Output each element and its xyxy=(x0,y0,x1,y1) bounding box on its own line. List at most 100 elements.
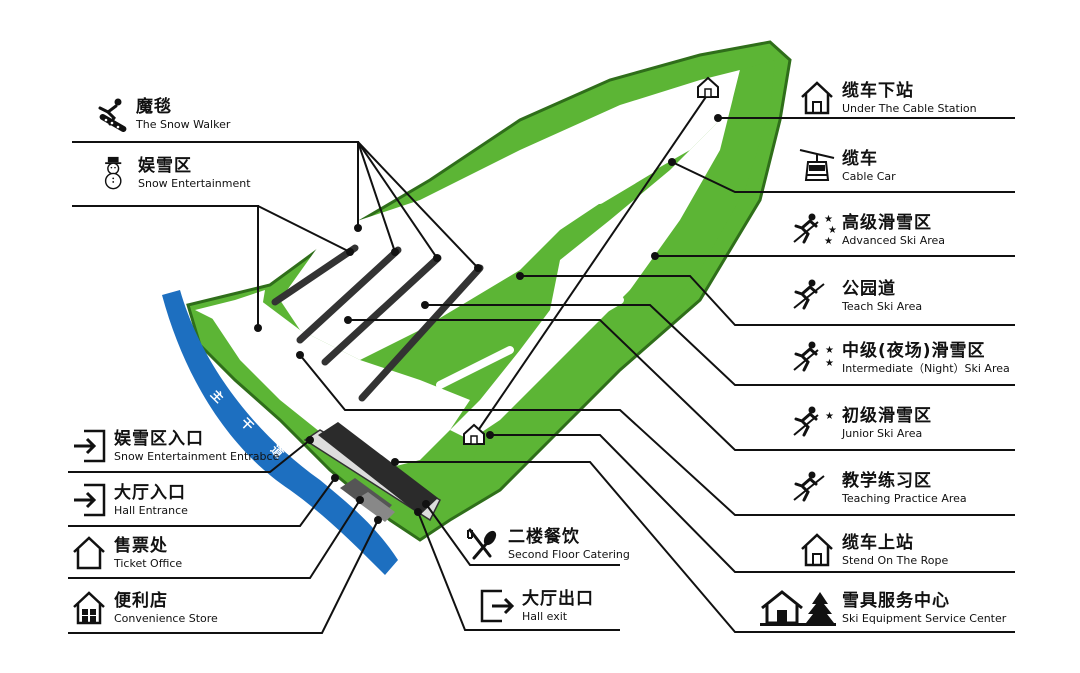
legend-en: Teaching Practice Area xyxy=(842,491,967,505)
legend-zh: 公园道 xyxy=(842,278,896,299)
white-path-right xyxy=(450,95,740,440)
legend-en: Convenience Store xyxy=(114,611,218,625)
hall-building xyxy=(318,422,438,515)
green-ridge-right xyxy=(470,60,775,470)
legend-snow-walker: 魔毯 The Snow Walker xyxy=(92,96,230,132)
legend-hall-exit: 大厅出口 Hall exit xyxy=(478,588,594,624)
legend-ticket-office: 售票处 Ticket Office xyxy=(70,535,182,571)
leader-intermediate xyxy=(425,304,1015,386)
entrance-icon xyxy=(74,483,106,517)
leader-snow-walker-d xyxy=(357,141,479,269)
legend-en: Stend On The Rope xyxy=(842,553,949,567)
legend-teach-ski-area: 公园道 Teach Ski Area xyxy=(792,278,922,314)
legend-zh: 售票处 xyxy=(114,535,168,556)
skier-two-stars-icon: ★ ★ xyxy=(793,341,834,372)
hall-annex-2 xyxy=(355,492,395,522)
skier-three-stars-icon: ★ ★ ★ xyxy=(793,213,836,247)
legend-advanced-ski-area: ★ ★ ★ 高级滑雪区 Advanced Ski Area xyxy=(792,212,945,248)
legend-en: Teach Ski Area xyxy=(842,299,923,313)
cable-line xyxy=(474,87,713,436)
legend-en: Cable Car xyxy=(842,169,896,183)
legend-ski-equipment-service-center: 雪具服务中心 Ski Equipment Service Center xyxy=(760,590,1006,626)
leader-cable-car xyxy=(671,161,1015,193)
skier-one-star-icon: ★ xyxy=(793,406,834,437)
leader-dots xyxy=(254,114,722,524)
ski-slope-area xyxy=(186,40,792,542)
snow-walker-2 xyxy=(296,246,402,344)
upper-station-icon xyxy=(697,76,719,98)
snow-walker-3 xyxy=(321,254,442,366)
legend-snow-entertainment-entrance: 娱雪区入口 Snow Entertainment Entrabce xyxy=(70,428,279,464)
legend-en: Intermediate（Night）Ski Area xyxy=(842,361,1010,375)
legend-en: Second Floor Catering xyxy=(508,547,630,561)
skier-icon xyxy=(793,279,825,310)
exit-icon xyxy=(480,589,515,623)
legend-under-cable-station: 缆车下站 Under The Cable Station xyxy=(798,80,977,116)
svg-text:★: ★ xyxy=(825,358,834,369)
legend-zh: 娱雪区 xyxy=(138,155,192,176)
legend-zh: 缆车 xyxy=(842,148,878,169)
snow-walker-4 xyxy=(358,264,484,402)
lower-station-icon xyxy=(463,423,485,445)
legend-en: Snow Entertainment Entrabce xyxy=(114,449,280,463)
legend-en: Advanced Ski Area xyxy=(842,233,946,247)
leader-snow-entertainment-b xyxy=(257,205,351,253)
svg-text:★: ★ xyxy=(825,345,834,356)
leader-catering xyxy=(425,503,620,566)
legend-convenience-store: 便利店 Convenience Store xyxy=(70,590,218,626)
leader-upper-station xyxy=(490,434,1015,573)
legend-zh: 二楼餐饮 xyxy=(508,526,580,547)
legend-upper-cable-station: 缆车上站 Stend On The Rope xyxy=(798,532,948,568)
trail-2 xyxy=(436,346,514,389)
legend-zh: 缆车上站 xyxy=(842,532,914,553)
leader-teach xyxy=(520,275,1015,326)
svg-text:★: ★ xyxy=(824,214,833,225)
legend-en: The Snow Walker xyxy=(136,117,231,131)
main-road: 主 干 道 xyxy=(162,290,398,575)
legend-en: Junior Ski Area xyxy=(842,426,923,440)
leader-snow-entrance xyxy=(68,439,311,473)
leader-service-center xyxy=(395,461,1015,633)
legend-intermediate-ski-area: ★ ★ 中级(夜场)滑雪区 Intermediate（Night）Ski Are… xyxy=(792,340,1010,376)
legend-zh: 大厅出口 xyxy=(522,588,594,609)
legend-zh: 初级滑雪区 xyxy=(842,405,932,426)
house-icon xyxy=(801,533,833,567)
service-center-icon xyxy=(760,590,836,626)
leader-hall-entrance xyxy=(68,477,336,527)
legend-cable-car: 缆车 Cable Car xyxy=(798,148,896,184)
snow-walkers xyxy=(271,244,484,402)
legend-zh: 中级(夜场)滑雪区 xyxy=(842,340,986,361)
legend-zh: 娱雪区入口 xyxy=(114,428,204,449)
legend-zh: 雪具服务中心 xyxy=(842,590,950,611)
leader-teaching xyxy=(299,354,1015,516)
store-icon xyxy=(73,591,105,625)
svg-text:★: ★ xyxy=(828,225,836,236)
service-hall xyxy=(303,422,441,522)
legend-zh: 魔毯 xyxy=(136,96,172,117)
legend-zh: 大厅入口 xyxy=(114,482,186,503)
legend-en: Ticket Office xyxy=(114,556,183,570)
legend-en: Hall Entrance xyxy=(114,503,188,517)
snow-walker-1 xyxy=(271,244,359,306)
legend-teaching-practice-area: 教学练习区 Teaching Practice Area xyxy=(792,470,967,506)
white-left-strip xyxy=(195,290,265,330)
snowman-icon xyxy=(104,156,122,190)
leader-junior xyxy=(348,319,1015,451)
svg-text:★: ★ xyxy=(825,411,834,422)
house-icon xyxy=(801,81,833,115)
legend-en: Under The Cable Station xyxy=(842,101,977,115)
skier-icon xyxy=(793,471,825,502)
svg-text:★: ★ xyxy=(824,236,833,247)
house-icon xyxy=(73,536,105,570)
leader-snow-walker-c xyxy=(357,141,438,259)
white-path-upper xyxy=(280,70,740,360)
leader-hall-exit xyxy=(417,511,620,631)
legend-en: Hall exit xyxy=(522,609,568,623)
legend-zh: 高级滑雪区 xyxy=(842,212,932,233)
leader-lines xyxy=(68,117,1015,634)
legend-en: Ski Equipment Service Center xyxy=(842,611,1007,625)
leader-ticket-office xyxy=(68,499,361,579)
cable-car-line xyxy=(463,76,719,445)
legend-zh: 缆车下站 xyxy=(842,80,914,101)
